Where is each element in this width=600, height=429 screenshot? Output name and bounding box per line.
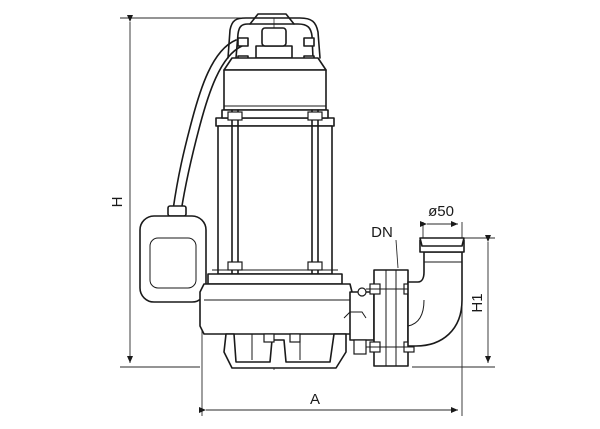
outlet-diameter-dimension: ø50	[420, 203, 463, 238]
discharge-flange	[366, 269, 415, 367]
width-label: A	[310, 391, 320, 408]
height-label: H	[109, 197, 126, 208]
dn-callout: DN	[371, 224, 399, 269]
motor-top	[223, 13, 327, 111]
outlet-height-dimension: H1	[412, 235, 495, 368]
outlet-height-label: H1	[469, 293, 486, 312]
float-switch	[139, 39, 243, 303]
outlet-diameter-label: ø50	[428, 203, 454, 220]
dn-label: DN	[371, 224, 393, 241]
elbow-outlet	[407, 237, 465, 347]
motor-housing	[207, 109, 343, 285]
pump-volute	[199, 283, 375, 369]
